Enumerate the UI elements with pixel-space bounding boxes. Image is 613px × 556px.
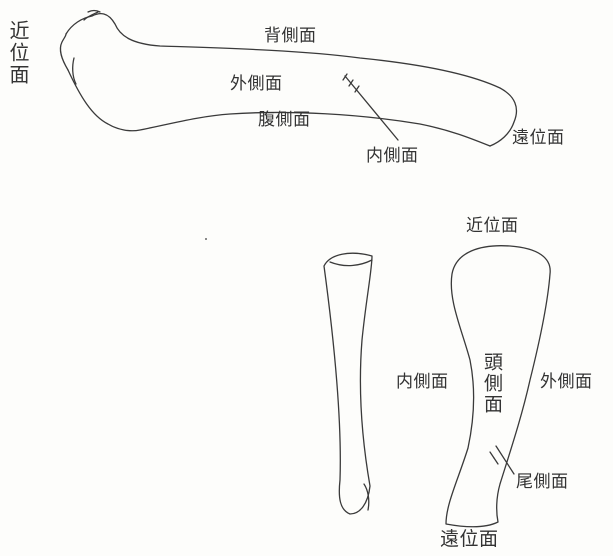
lower-cranial-label: 頭側面 bbox=[482, 352, 501, 415]
lower-caudal-label: 尾側面 bbox=[516, 474, 569, 491]
upper-lateral-label: 外側面 bbox=[230, 76, 283, 93]
lower-proximal-label: 近位面 bbox=[466, 218, 519, 235]
lower-lateral-label: 外側面 bbox=[540, 374, 593, 391]
pencil-dot bbox=[205, 238, 207, 240]
upper-distal-label: 遠位面 bbox=[512, 130, 565, 147]
upper-medial-label: 内側面 bbox=[366, 148, 419, 165]
slender-bone-outline bbox=[324, 253, 372, 514]
lower-distal-label: 遠位面 bbox=[440, 530, 499, 549]
lower-medial-label: 内側面 bbox=[396, 374, 449, 391]
upper-ventral-label: 腹側面 bbox=[258, 112, 311, 129]
upper-proximal-label: 近位面 bbox=[8, 20, 28, 86]
upper-dorsal-label: 背側面 bbox=[264, 28, 317, 45]
